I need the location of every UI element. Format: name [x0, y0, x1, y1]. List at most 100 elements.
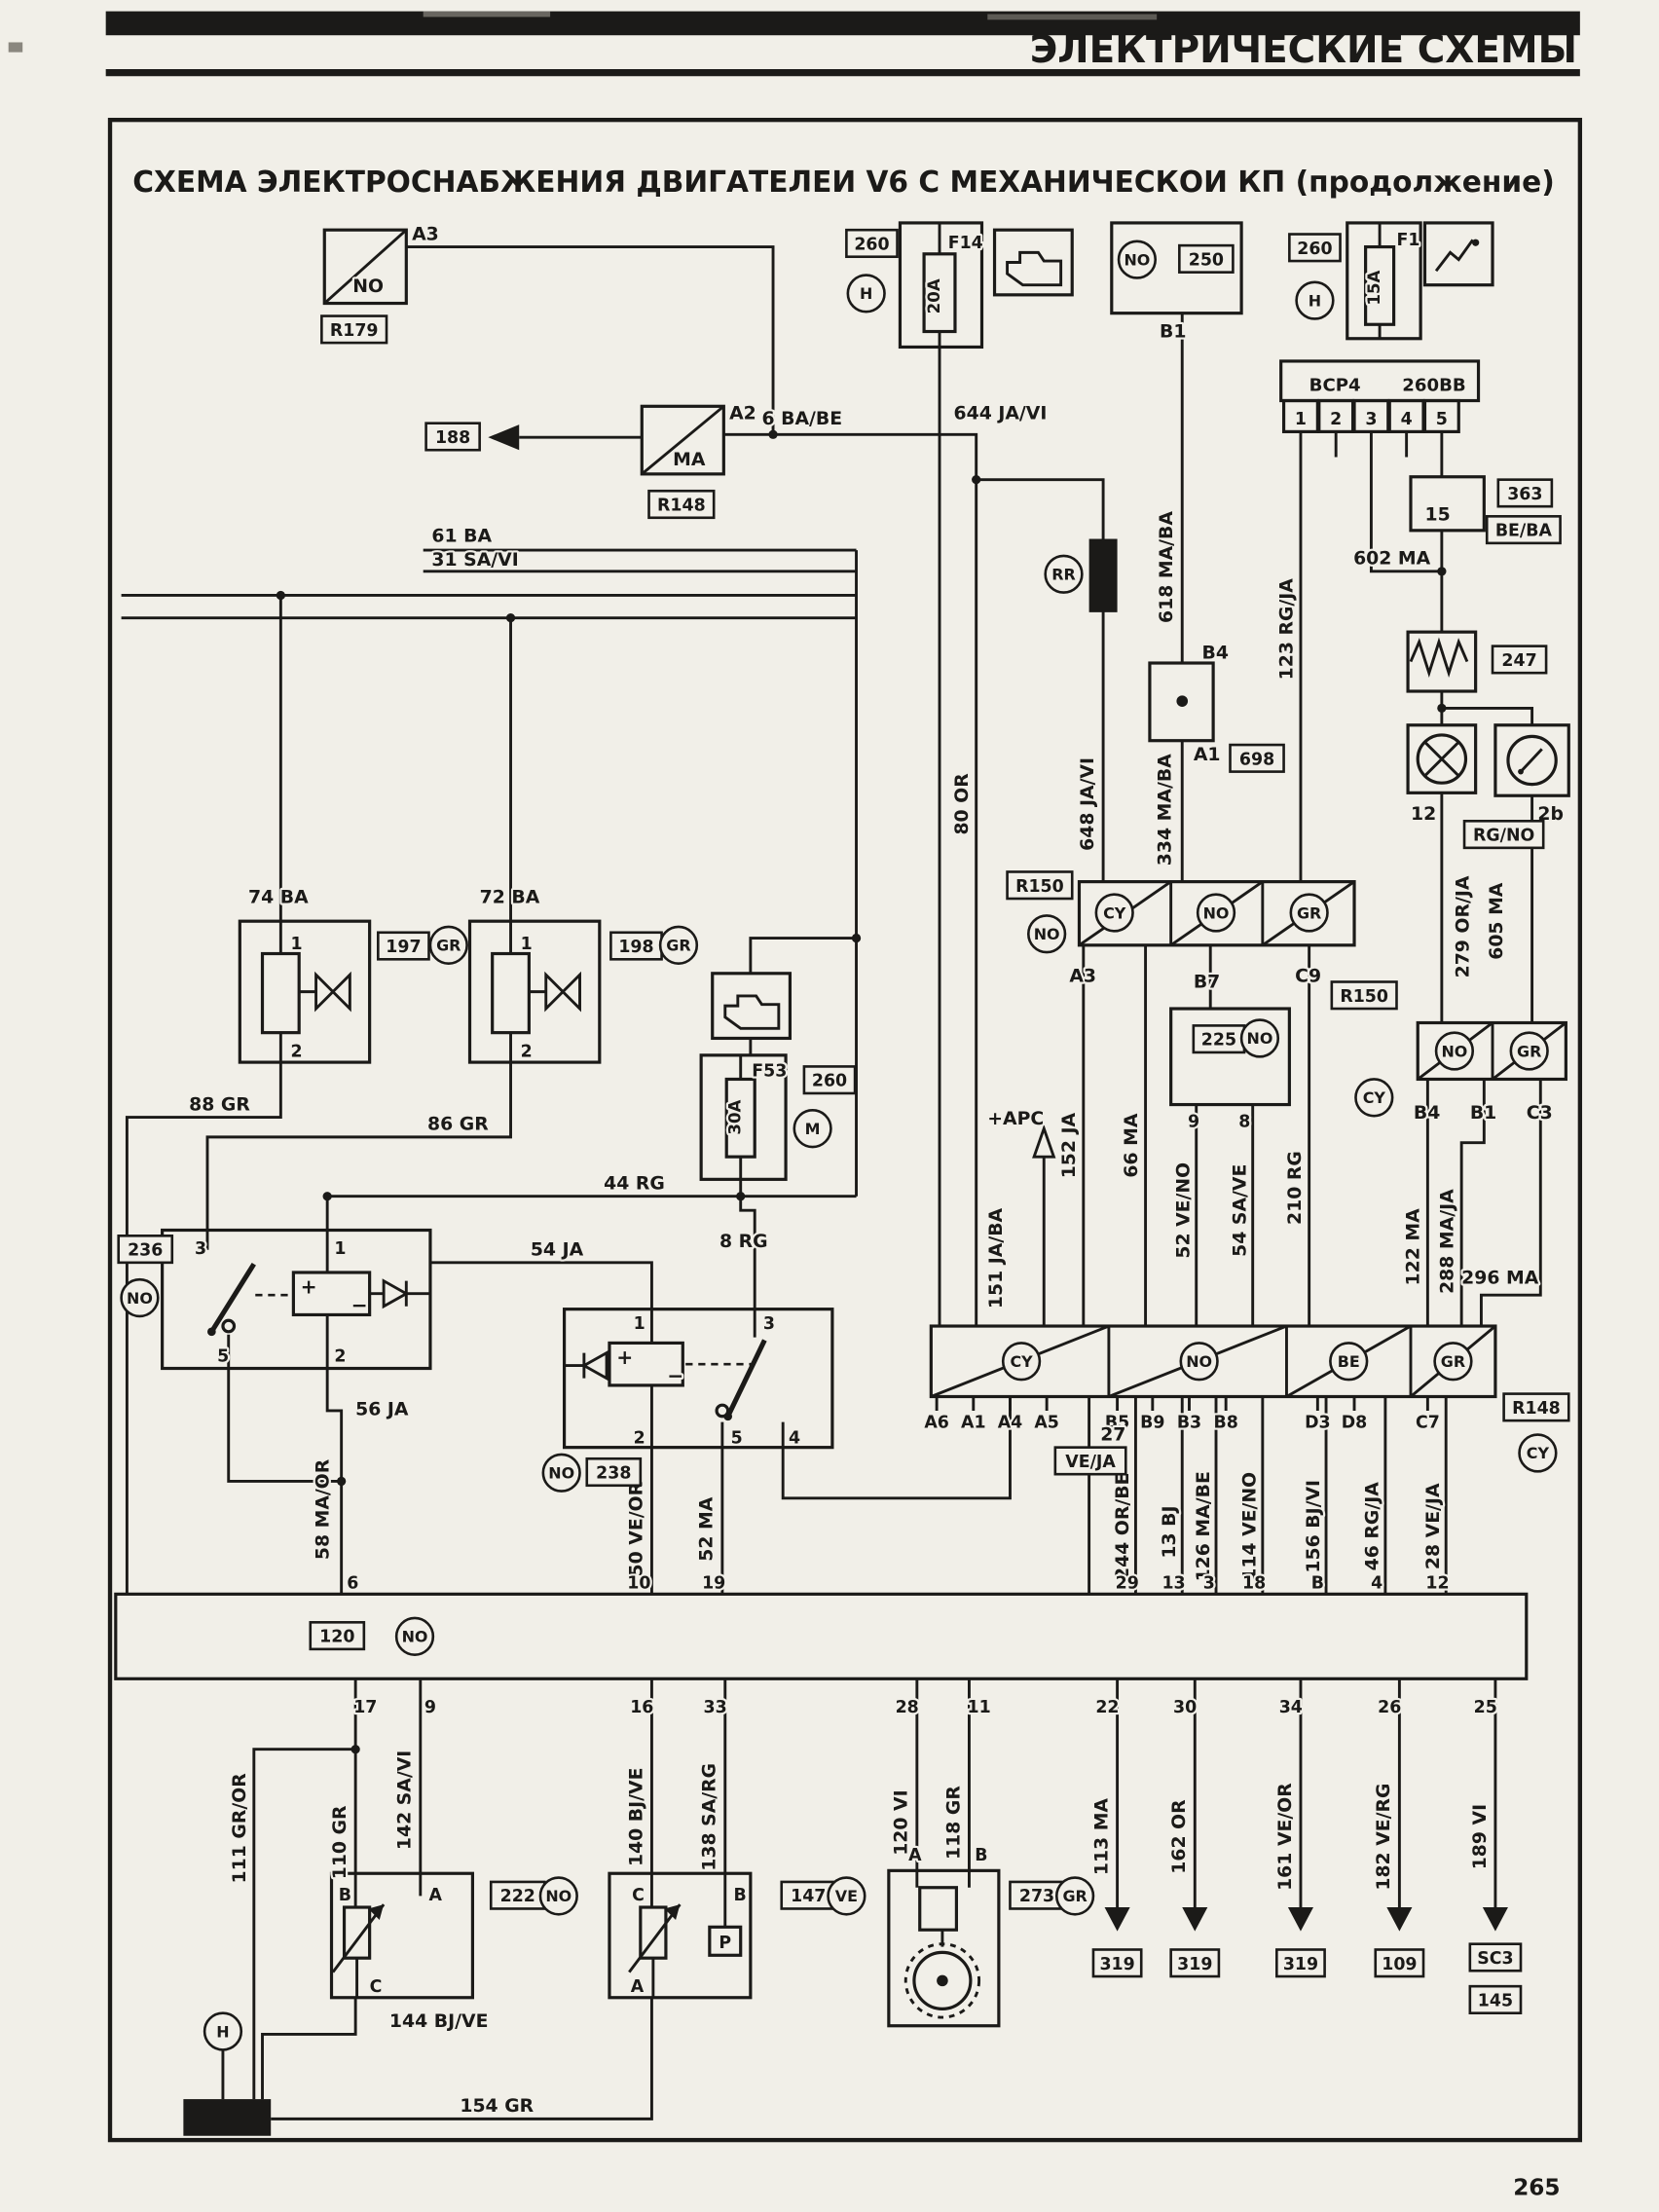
wire-label: 279 OR/JA	[1453, 875, 1473, 977]
ref-box	[1374, 1948, 1425, 1978]
wire-label: 144 BJ/VE	[389, 2011, 489, 2032]
relay-coil	[608, 1341, 684, 1387]
relay-236	[161, 1228, 432, 1371]
resistor-247	[1406, 630, 1478, 693]
wire-label: 44 RG	[604, 1173, 665, 1194]
wire-label: 122 MA	[1404, 1208, 1424, 1286]
ref-box	[309, 1621, 366, 1651]
ref-box	[117, 1235, 174, 1265]
circle-label-text: CY	[1103, 903, 1126, 922]
wire-label: 29	[1116, 1574, 1139, 1594]
arrowhead	[664, 1904, 681, 1921]
circle-label	[793, 1109, 832, 1149]
ref-box	[1053, 1446, 1127, 1476]
wire-label: C	[370, 1977, 383, 1997]
wire-label: A2	[729, 403, 756, 424]
wire-label: 34	[1279, 1698, 1303, 1717]
circle-label	[538, 1876, 578, 1916]
wire-label: 114 VE/NO	[1240, 1472, 1261, 1581]
wire-relay-area	[227, 1157, 1046, 1595]
wire-label: D3	[1305, 1413, 1331, 1432]
fuse-block	[699, 1053, 788, 1181]
wire-bus-bottom	[252, 1678, 1497, 2100]
wire-label: 16	[630, 1698, 653, 1717]
ref-box-label: SC3	[1477, 1949, 1513, 1969]
circle-label-text: NO	[402, 1628, 428, 1646]
wire-bottom-misc	[221, 1997, 653, 2120]
wire-label: 2	[1330, 410, 1342, 429]
junction-dots	[276, 429, 1447, 1754]
wire-label: 151 JA/BA	[986, 1207, 1007, 1309]
wire-label: 8 RG	[719, 1232, 768, 1252]
ref-box	[1502, 1392, 1570, 1422]
circle-label	[1196, 893, 1236, 933]
ref-box-label: 145	[1478, 1991, 1513, 2010]
circle-label	[1179, 1342, 1219, 1382]
engine-box	[711, 972, 793, 1041]
components	[114, 221, 1570, 2136]
ref-box	[1491, 645, 1548, 675]
wire-label: F1	[1396, 231, 1419, 250]
circle-label	[1001, 1342, 1042, 1382]
relay-diagonal	[641, 405, 725, 475]
ref-box-label: R179	[330, 321, 379, 341]
circle-label-text: BE	[1338, 1352, 1360, 1371]
wires	[121, 245, 1542, 2120]
lamp-icon	[1406, 723, 1478, 794]
wire-label: A1	[1194, 745, 1221, 765]
solenoid-box	[238, 919, 372, 1064]
wire-label: 602 MA	[1353, 549, 1431, 570]
wire-label: MA	[673, 450, 706, 470]
circle-label	[1329, 1342, 1369, 1382]
wire-label: 15A	[1365, 270, 1383, 305]
wire-label: 27	[1100, 1424, 1125, 1445]
resistor-box	[1406, 630, 1478, 693]
wire-label: 88 GR	[189, 1094, 250, 1115]
circle-label	[1044, 554, 1084, 594]
circle-label-text: M	[805, 1120, 821, 1138]
circle-label	[1027, 914, 1067, 954]
wire-label: A4	[998, 1413, 1023, 1432]
lamp-cross	[1423, 741, 1460, 777]
wire-label: C7	[1416, 1413, 1440, 1432]
wire-label: 25	[1474, 1698, 1497, 1717]
ref-box-label: BE/BA	[1495, 522, 1553, 541]
ref-box-label: 198	[618, 938, 653, 957]
wire-label: 19	[702, 1574, 725, 1594]
ref-box	[320, 314, 388, 345]
ref-box-label: 120	[319, 1628, 354, 1647]
wire-label: 1	[334, 1239, 346, 1259]
wire-label: B9	[1140, 1413, 1164, 1432]
ground-arrow-icon	[1386, 1907, 1413, 1932]
solenoid-197	[238, 919, 372, 1064]
wire-label: 120 VI	[892, 1789, 912, 1855]
engine-box	[992, 228, 1074, 297]
sensor-internals	[331, 1873, 423, 1998]
wire-label: 18	[1242, 1574, 1266, 1594]
header-bar-texture	[987, 14, 1158, 20]
wire-label: 296 MA	[1461, 1269, 1539, 1289]
wire-label: 30A	[726, 1099, 745, 1134]
wire-strip-pin-ticks	[935, 1396, 1429, 1411]
icon-box	[1422, 221, 1494, 287]
ref-box	[585, 1456, 643, 1488]
relay-contact-blade	[209, 1262, 256, 1334]
wire-label: 189 VI	[1470, 1804, 1491, 1869]
circle-label	[428, 925, 468, 965]
ref-box	[1006, 870, 1074, 901]
wire-label: 605 MA	[1487, 882, 1507, 960]
wire-label: D8	[1342, 1413, 1368, 1432]
gear-wheel	[912, 1950, 973, 2010]
circle-label	[1354, 1078, 1394, 1118]
junction	[768, 429, 778, 439]
wire-label: 260BB	[1402, 375, 1465, 395]
bus-block-120	[114, 1592, 1529, 1680]
circle-label-text: NO	[1034, 925, 1060, 943]
wire-label: 111 GR/OR	[230, 1773, 250, 1884]
relay-box	[562, 1308, 834, 1450]
wire-label: 46 RG/JA	[1363, 1482, 1383, 1571]
wire-label: +APC	[987, 1109, 1044, 1129]
circle-label-text: GR	[666, 937, 690, 955]
wire-label: 30	[1173, 1698, 1197, 1717]
wire-label: A	[908, 1846, 922, 1865]
